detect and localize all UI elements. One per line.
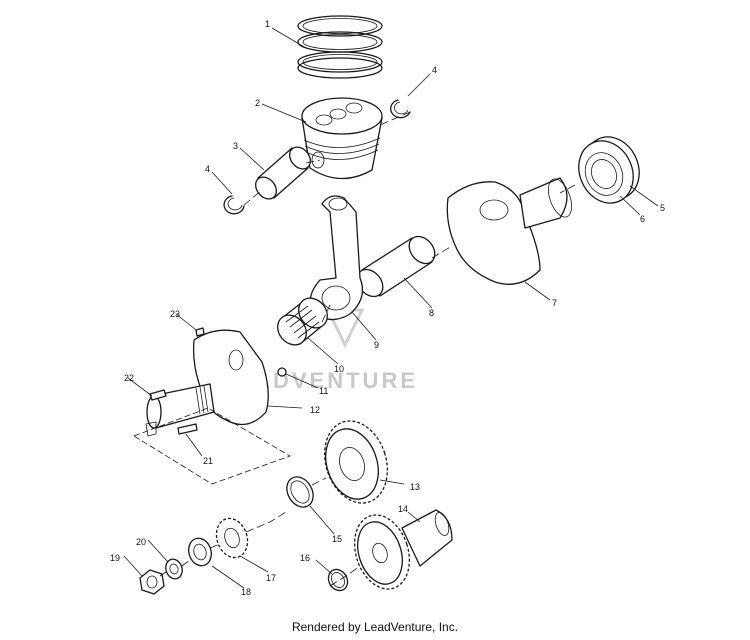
- callout-4-left: 4: [205, 164, 210, 174]
- callout-9: 9: [374, 340, 379, 350]
- ball: [277, 367, 287, 377]
- nut: [139, 569, 165, 595]
- callout-13: 13: [410, 482, 420, 492]
- callout-15: 15: [332, 534, 342, 544]
- callout-3: 3: [233, 141, 238, 151]
- piston-rings: [297, 15, 383, 79]
- callout-17: 17: [266, 573, 276, 583]
- piston: [301, 97, 383, 180]
- callout-1: 1: [265, 19, 270, 29]
- needle-bearing: [277, 297, 328, 346]
- crank-pin: [356, 235, 436, 298]
- leader-lines: [123, 27, 659, 589]
- drive-gear: [324, 420, 388, 504]
- circlip-left: [223, 195, 245, 215]
- callout-16: 16: [300, 553, 310, 563]
- callout-7: 7: [552, 298, 557, 308]
- callout-18: 18: [241, 587, 251, 597]
- callout-5: 5: [660, 203, 665, 213]
- key-21: [177, 423, 198, 435]
- callout-10: 10: [334, 364, 344, 374]
- washer-20: [165, 558, 183, 580]
- circlip-right: [390, 99, 411, 119]
- timing-gear: [215, 517, 249, 559]
- washer-15: [286, 476, 314, 508]
- callout-19: 19: [110, 553, 120, 563]
- callout-22: 22: [124, 373, 134, 383]
- footer-credit: Rendered by LeadVenture, Inc.: [291, 620, 459, 634]
- callout-21: 21: [203, 456, 213, 466]
- balancer-shaft: [353, 509, 453, 590]
- main-bearing: [578, 136, 640, 204]
- crankshaft-right-half: [446, 177, 573, 285]
- callout-2: 2: [255, 98, 260, 108]
- callouts: 1 2 3 4 4 5 6 7 8 9 10 11 12 13 14 15 16…: [110, 19, 665, 597]
- callout-12: 12: [310, 405, 320, 415]
- piston-pin: [255, 146, 311, 200]
- assembly-lines: [133, 111, 576, 587]
- dowel-23: [195, 327, 205, 337]
- callout-20: 20: [136, 537, 146, 547]
- connecting-rod: [309, 195, 364, 321]
- crankshaft-left-half: [145, 329, 269, 437]
- washer-16: [327, 568, 349, 592]
- callout-11: 11: [319, 386, 328, 396]
- callout-8: 8: [429, 308, 434, 318]
- callout-4-right: 4: [432, 65, 437, 75]
- callout-23: 23: [170, 309, 180, 319]
- callout-6: 6: [640, 214, 645, 224]
- callout-14: 14: [398, 504, 408, 514]
- lock-washer: [188, 537, 212, 567]
- key-22: [149, 389, 167, 401]
